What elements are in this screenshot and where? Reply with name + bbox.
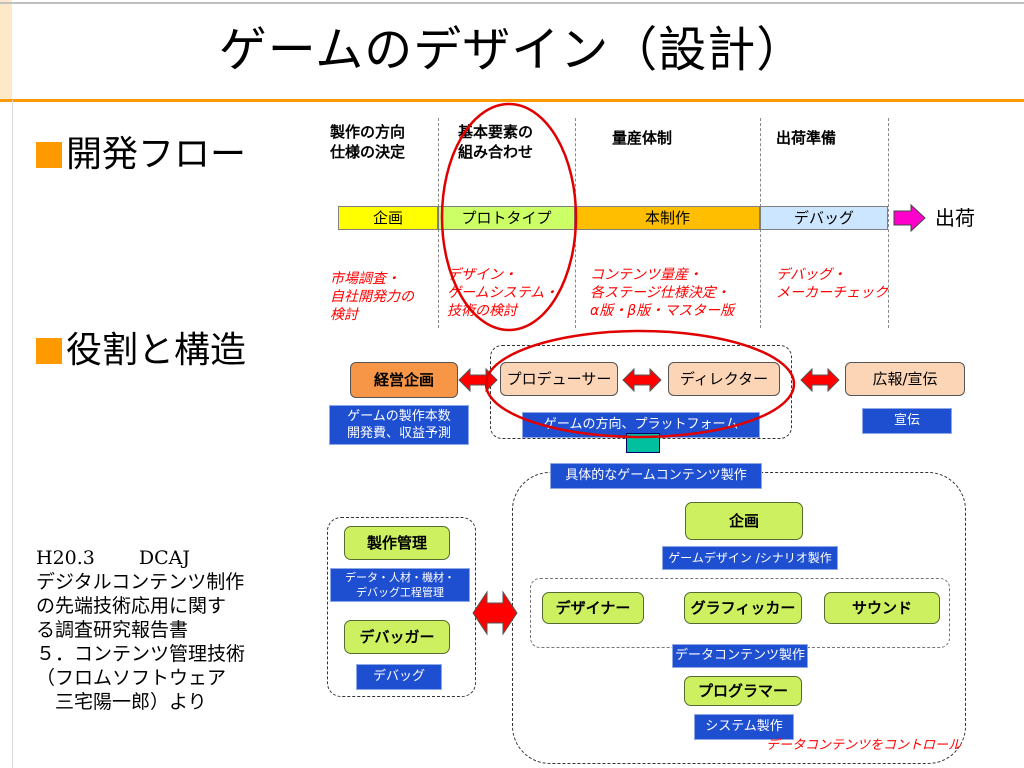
data-desc-box: データコンテンツ製作 xyxy=(672,644,808,668)
bullet-roles: 役割と構造 xyxy=(66,330,247,371)
citation-line: （フロムソフトウェア xyxy=(36,667,227,689)
note-debug: デバッグ・ メーカーチェック xyxy=(776,266,888,302)
note-line: 技術の検討 xyxy=(447,303,517,319)
note-line: 各ステージ仕様決定・ xyxy=(590,285,730,301)
flow-header-prototype: 基本要素の 組み合わせ xyxy=(458,122,533,162)
citation-line: デジタルコンテンツ制作 xyxy=(36,571,245,593)
phase-debug: デバッグ xyxy=(760,206,888,230)
flow-header-line: 基本要素の xyxy=(458,123,534,141)
debugger-box: デバッガー xyxy=(344,620,450,654)
note-prototype: デザイン・ ゲームシステム・ 技術の検討 xyxy=(447,266,558,320)
citation-line: 三宅陽一郎）より xyxy=(36,691,207,713)
double-arrow-icon xyxy=(622,368,662,392)
programmer-box: プログラマー xyxy=(684,676,802,706)
page-title: ゲームのデザイン（設計） xyxy=(218,22,806,78)
planning-desc-box: ゲームデザイン /シナリオ製作 xyxy=(662,546,838,570)
debug-desc-box: デバッグ xyxy=(356,664,442,690)
citation-line: の先端技術応用に関す xyxy=(36,595,227,617)
highlight-ellipse xyxy=(440,102,578,332)
note-line: コンテンツ量産・ xyxy=(590,267,702,283)
double-arrow-icon xyxy=(800,368,840,392)
phase-production: 本制作 xyxy=(575,206,760,230)
note-line: 自社開発力の xyxy=(330,289,414,305)
sound-box: サウンド xyxy=(824,592,940,624)
title-underline xyxy=(0,99,1024,102)
note-line: 市場調査・ xyxy=(330,271,400,287)
pr-desc-box: 宣伝 xyxy=(862,408,952,434)
flow-divider xyxy=(888,118,889,328)
note-production: コンテンツ量産・ 各ステージ仕様決定・ α版・β版・マスター版 xyxy=(590,266,734,320)
desc-line: デバッグ工程管理 xyxy=(356,586,444,599)
citation-line: ５．コンテンツ管理技術 xyxy=(36,643,246,665)
ship-label: 出荷 xyxy=(935,206,975,230)
note-line: α版・β版・マスター版 xyxy=(590,303,735,319)
bullet-square-flow xyxy=(36,142,62,168)
flow-header-line: 量産体制 xyxy=(612,129,673,147)
prod-mgmt-box: 製作管理 xyxy=(344,526,450,560)
ship-arrow-icon xyxy=(893,204,926,232)
desc-line: データ・人材・機材・ xyxy=(345,571,455,584)
note-line: メーカーチェック xyxy=(776,285,888,301)
left-vertical-rule xyxy=(12,100,13,768)
desc-line: 開発費、収益予測 xyxy=(346,426,451,441)
title-top-rule xyxy=(0,2,1024,4)
note-line: ゲームシステム・ xyxy=(447,285,559,301)
pr-box: 広報/宣伝 xyxy=(845,362,965,396)
citation-line: る調査研究報告書 xyxy=(36,619,189,641)
citation: H20.3 DCAJ デジタルコンテンツ制作 の先端技術応用に関す る調査研究報… xyxy=(36,546,245,714)
note-line: デバッグ・ xyxy=(776,267,846,283)
management-desc-box: ゲームの製作本数 開発費、収益予測 xyxy=(329,405,469,445)
flow-header-planning: 製作の方向 仕様の決定 xyxy=(330,122,405,162)
system-desc-box: システム製作 xyxy=(694,714,794,740)
note-planning: 市場調査・ 自社開発力の 検討 xyxy=(330,270,414,324)
graphics-box: グラフィッカー xyxy=(684,592,802,624)
designer-box: デザイナー xyxy=(542,592,644,624)
flow-header-line: 仕様の決定 xyxy=(330,143,406,161)
desc-line: ゲームの製作本数 xyxy=(347,409,451,424)
phase-planning: 企画 xyxy=(338,206,438,230)
citation-line: H20.3 DCAJ xyxy=(36,547,191,569)
planning-box: 企画 xyxy=(685,502,803,540)
phase-prototype: プロトタイプ xyxy=(438,206,575,230)
note-line: デザイン・ xyxy=(447,267,517,283)
producer-box: プロデューサー xyxy=(500,362,618,396)
double-arrow-icon xyxy=(472,590,518,636)
title-left-accent xyxy=(0,0,12,100)
note-line: 検討 xyxy=(330,307,358,323)
prod-mgmt-desc-box: データ・人材・機材・ デバッグ工程管理 xyxy=(330,568,470,602)
management-group xyxy=(327,517,476,697)
flow-header-line: 組み合わせ xyxy=(458,143,534,161)
flow-header-production: 量産体制 xyxy=(612,128,672,148)
management-box: 経営企画 xyxy=(350,362,458,398)
flow-header-line: 出荷準備 xyxy=(776,129,837,147)
flow-header-line: 製作の方向 xyxy=(330,123,406,141)
highlight-ellipse xyxy=(484,329,796,439)
bullet-square-roles xyxy=(36,338,62,364)
flow-header-shipping: 出荷準備 xyxy=(776,128,836,148)
bullet-flow: 開発フロー xyxy=(66,134,247,175)
content-header-box: 具体的なゲームコンテンツ製作 xyxy=(550,463,762,489)
director-box: ディレクター xyxy=(668,362,780,396)
control-note: データコンテンツをコントロール xyxy=(766,738,962,753)
